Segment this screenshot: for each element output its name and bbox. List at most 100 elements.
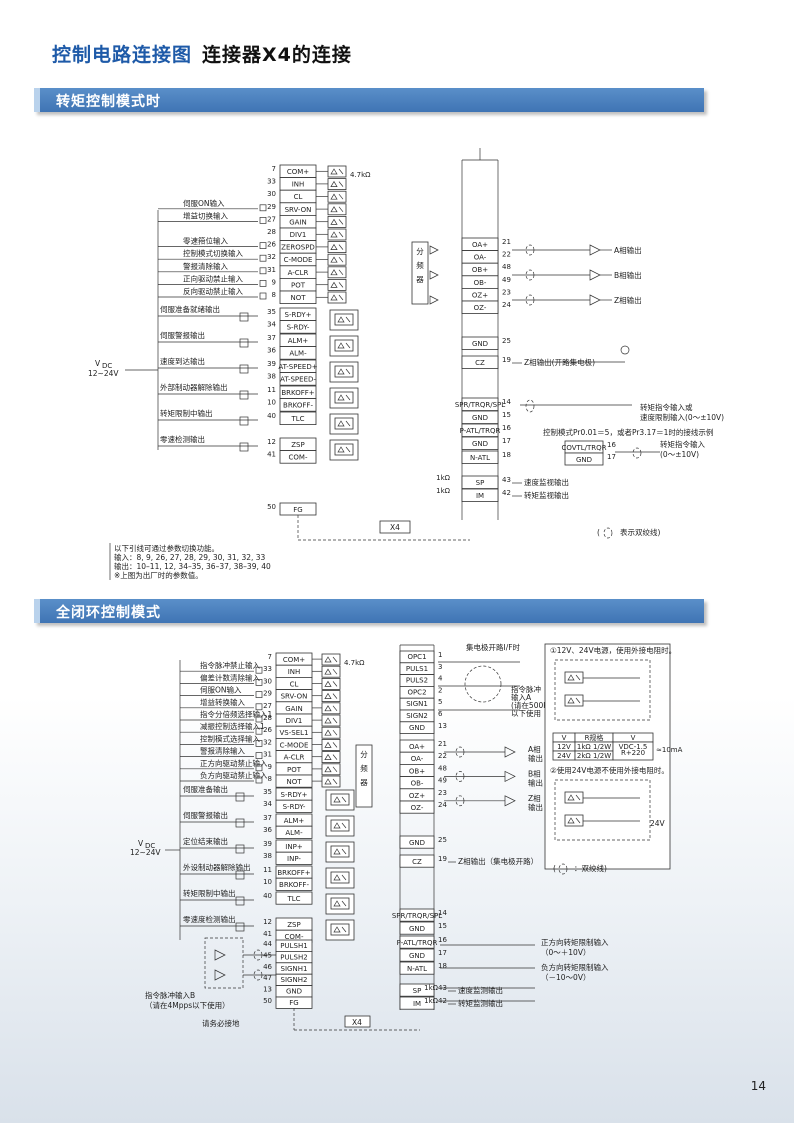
transistor-icon (345, 342, 351, 349)
input-optocoupler-icon (327, 278, 347, 291)
diode-icon (333, 796, 341, 803)
pin-signal: PULS2 (406, 677, 428, 685)
output-optocoupler-icon (330, 871, 350, 884)
pin-signal: GND (409, 724, 425, 732)
pulse-a-desc: 指令脉冲 (511, 684, 541, 694)
transistor-icon (341, 926, 347, 933)
transistor-icon (345, 368, 351, 375)
pin-number: 28 (267, 228, 276, 236)
pin-signal: ALM+ (284, 817, 305, 825)
pin-number: 37 (263, 814, 272, 822)
input-desc: 负方向驱动禁止输入 (200, 770, 268, 780)
pin-signal: SP (413, 987, 422, 995)
pin-number: 24 (502, 301, 511, 309)
output-desc: 定位结束输出 (183, 836, 228, 846)
relay-icon (239, 442, 249, 452)
pin-signal: OB+ (472, 266, 488, 274)
connector-pin-box (399, 961, 435, 975)
pin-number: 10 (267, 399, 276, 407)
pin-desc: 转矩监测输出 (458, 998, 503, 1008)
box2-circuit (554, 779, 651, 841)
pin-number: 9 (272, 278, 276, 286)
pin-signal: VS-SEL1 (280, 729, 309, 737)
table-cell-text: 2kΩ 1/2W (577, 752, 611, 760)
switch-icon (259, 267, 267, 275)
connector-pin-box (275, 799, 313, 813)
connector-pin-box (275, 851, 313, 865)
line-receiver-icon (504, 795, 516, 807)
switch-icon (255, 776, 263, 784)
pin-number: 27 (263, 702, 272, 710)
pin-number: 12 (267, 438, 276, 446)
pos-torque-desc: 正方向转矩限制输入 (541, 937, 609, 947)
pin-signal: GND (472, 414, 488, 422)
pin-number: 33 (267, 178, 276, 186)
pin-number: 13 (263, 986, 272, 994)
twisted-pair-icon (525, 294, 535, 306)
pin-number: 43 (502, 476, 511, 484)
pin-signal: SIGNH2 (281, 976, 308, 984)
transistor-icon (332, 668, 338, 675)
diode-icon (333, 848, 341, 855)
output-desc: 速度到达输出 (160, 356, 205, 366)
input-optocoupler-icon (327, 178, 347, 191)
pin-signal: OA+ (472, 241, 488, 249)
pin-number: 50 (267, 503, 276, 511)
switch-icon (259, 204, 267, 212)
output-desc: 伺服准备就绪输出 (160, 304, 220, 314)
transistor-icon (332, 656, 338, 663)
output-optocoupler-icon (334, 313, 354, 326)
pin-number: 26 (263, 726, 272, 734)
switch-icon (255, 691, 263, 698)
table-cell-text: 24V (557, 752, 571, 760)
twisted-note: ：双绞线) (574, 863, 607, 873)
table-header: V (631, 734, 636, 742)
transistor-icon (332, 693, 338, 699)
neg-torque-desc: （－10～0V） (541, 973, 590, 982)
pin-signal: BRKOFF+ (277, 869, 310, 877)
connector-pin-box (399, 996, 435, 1010)
pin-signal: A-CLR (288, 269, 309, 277)
diode-icon (330, 180, 338, 187)
pin-number: 8 (268, 775, 272, 783)
pin-number: 48 (502, 263, 511, 271)
covtl-box (564, 452, 604, 466)
pin-signal: ZEROSPD (281, 244, 315, 252)
input-desc: 偏差计数清除输入 (200, 672, 260, 682)
pin-number: 23 (502, 288, 511, 296)
table-header: V (562, 734, 567, 742)
input-optocoupler-icon (327, 291, 347, 304)
vdc-label: V (138, 839, 144, 848)
input-optocoupler-icon (327, 165, 347, 178)
twisted-pair-icon (632, 447, 642, 459)
twisted-note: 表示双绞线) (620, 527, 660, 537)
diode-icon (330, 281, 338, 288)
pin-signal: COM+ (283, 656, 305, 664)
diode-icon (333, 874, 341, 881)
relay-icon (239, 312, 249, 322)
transistor-icon (338, 231, 344, 238)
pin-signal: OZ+ (472, 291, 488, 299)
twisted-pair-icon (525, 244, 535, 256)
pos-torque-desc: （0～＋10V） (541, 948, 590, 957)
pin-number: 11 (267, 386, 276, 394)
divider-char: 器 (416, 275, 424, 284)
pin-desc: 速度监测输出 (458, 985, 503, 995)
resistor-label: 1kΩ (424, 997, 439, 1005)
title-main: 控制电路连接图 (52, 44, 193, 66)
covtl-signal: GND (576, 456, 592, 464)
pin-number: 17 (502, 437, 511, 445)
resistor-label: 4.7kΩ (350, 171, 371, 179)
note-line: 以下引线可通过参数切换功能。 (114, 543, 219, 553)
diode-icon (337, 368, 345, 375)
pin-signal: SRV-ON (281, 693, 308, 701)
pin-number: 9 (268, 763, 272, 771)
transistor-icon (345, 394, 351, 401)
pin-number: 39 (263, 840, 272, 848)
pin-desc: 速度监视输出 (524, 477, 569, 487)
box1-title: ①12V、24V电源，使用外接电阻时。 (550, 645, 676, 655)
input-optocoupler-icon (327, 215, 347, 228)
transistor-icon (575, 697, 581, 704)
pin-number: 49 (502, 276, 511, 284)
